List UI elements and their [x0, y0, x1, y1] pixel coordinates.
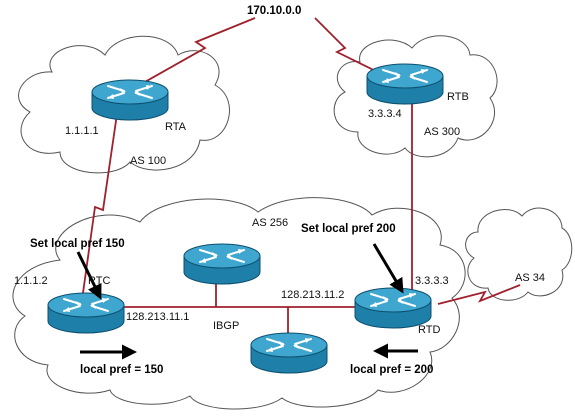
- router-rtc: [47, 292, 125, 334]
- link-network-rtb: [314, 17, 399, 83]
- arrow-set-rtc: [76, 251, 102, 300]
- pref-right-annotation: local pref = 200: [350, 364, 433, 376]
- rtc-name-label: RTC: [88, 275, 110, 287]
- link-rta-rtc: [81, 113, 118, 301]
- set-rtc-annotation: Set local pref 150: [30, 238, 125, 250]
- router-rtd: [354, 287, 432, 329]
- rtd-lan-ip-label: 128.213.11.2: [281, 289, 344, 301]
- router-as256-lower: [250, 332, 328, 374]
- network-label: 170.10.0.0: [247, 5, 301, 17]
- rtb-name-label: RTB: [447, 91, 469, 103]
- rtb-ip-label: 3.3.3.4: [368, 108, 402, 120]
- set-rtd-annotation: Set local pref 200: [301, 223, 396, 235]
- link-rta-network: [119, 17, 256, 97]
- rtd-name-label: RTD: [418, 324, 440, 336]
- rtd-ip-label: 3.3.3.3: [415, 275, 449, 287]
- pref-left-annotation: local pref = 150: [80, 364, 163, 376]
- as34-label: AS 34: [515, 272, 545, 284]
- router-as256-upper: [183, 243, 261, 285]
- as256-label: AS 256: [252, 217, 288, 229]
- router-rtb: [366, 63, 444, 105]
- as100-label: AS 100: [130, 155, 166, 167]
- ibgp-label: IBGP: [213, 320, 239, 332]
- arrow-set-rtd: [372, 243, 404, 294]
- rtc-lan-ip-label: 128.213.11.1: [126, 311, 189, 323]
- router-rta: [91, 79, 169, 121]
- cloud-as34: [465, 207, 573, 301]
- rta-ip-label: 1.1.1.1: [65, 125, 99, 137]
- rtc-ip-label: 1.1.1.2: [14, 275, 48, 287]
- link-rtd-as34: [437, 284, 521, 305]
- as300-label: AS 300: [424, 126, 460, 138]
- rta-name-label: RTA: [165, 121, 187, 133]
